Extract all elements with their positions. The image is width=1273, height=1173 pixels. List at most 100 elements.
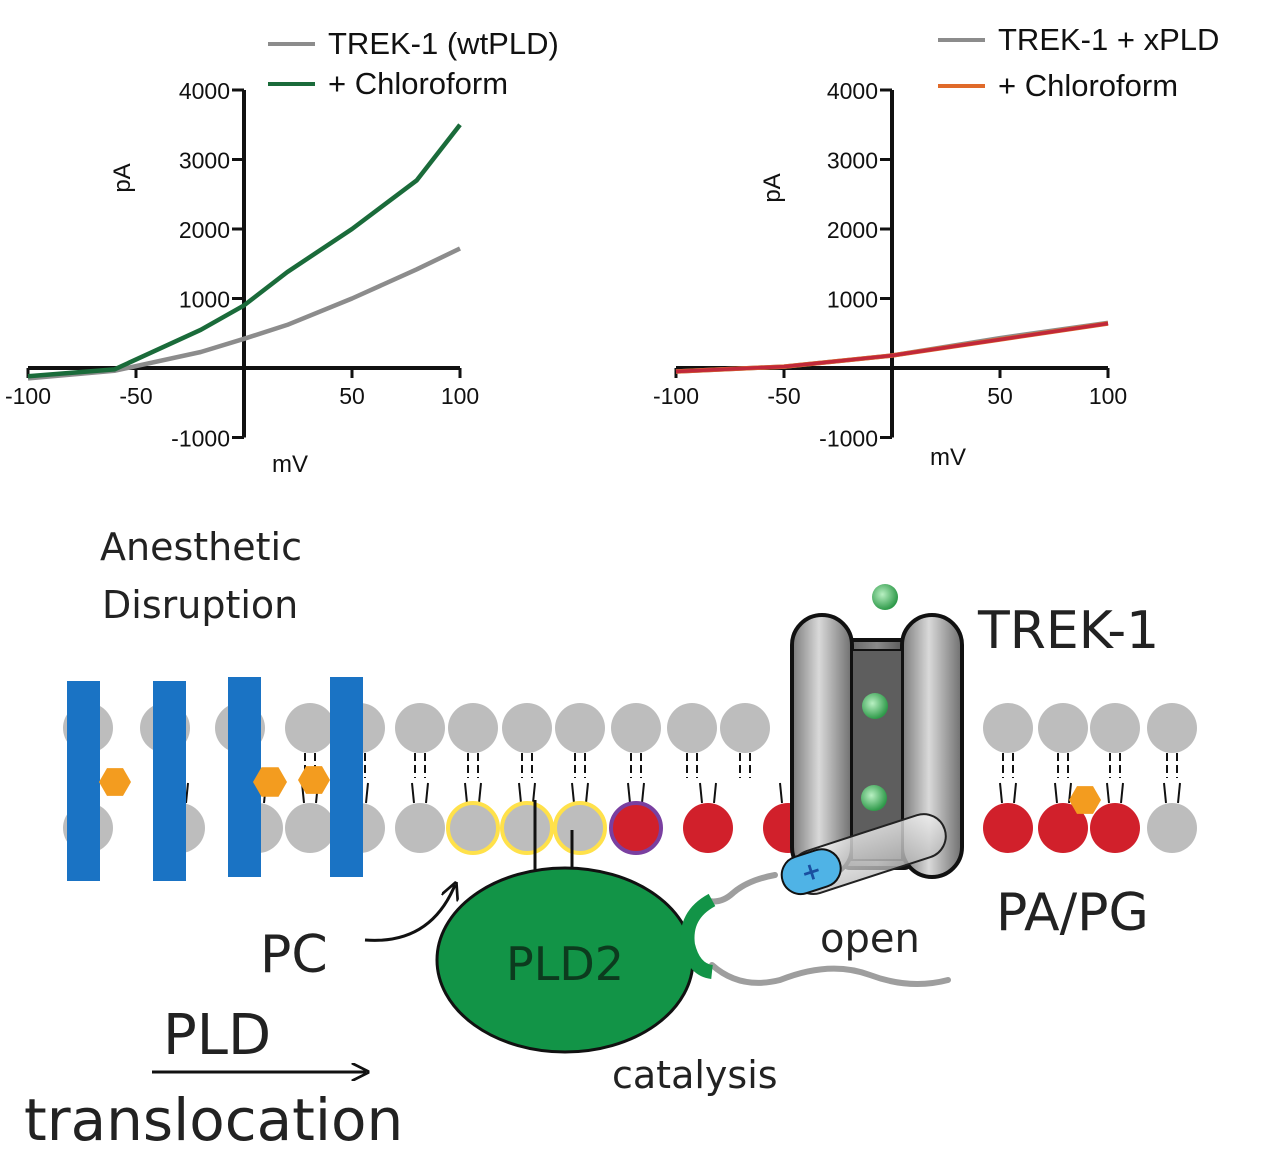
- anesthetic-molecule-icon: [253, 767, 287, 797]
- anesthetic-molecule-icon: [298, 766, 330, 794]
- lipid-tail: [518, 782, 536, 804]
- x-tick-label: 100: [1089, 383, 1127, 409]
- blue-bar: [153, 681, 186, 881]
- chart1-axes: [28, 90, 460, 438]
- anesthetic-label-line1: Anesthetic: [100, 525, 302, 569]
- disruption-bars: [67, 677, 363, 881]
- lipid-tail: [571, 782, 589, 804]
- chart1-series-1: [27, 123, 462, 379]
- x-tick-label: -50: [119, 383, 152, 409]
- ion-icon: [862, 693, 888, 719]
- trek-label: TREK-1: [977, 601, 1159, 661]
- lipid-head-icon: [1090, 803, 1140, 853]
- anesthetic-molecule-icon: [99, 768, 131, 796]
- lipid-tail: [1163, 782, 1181, 804]
- x-tick-label: -50: [767, 383, 800, 409]
- y-tick-label: 1000: [179, 287, 230, 313]
- blue-bar: [330, 677, 363, 877]
- anesthetic-molecule-icon: [1069, 786, 1101, 814]
- lipid-head-icon: [555, 703, 605, 753]
- lipid-head-icon: [609, 801, 663, 855]
- papg-label: PA/PG: [996, 883, 1149, 943]
- y-tick-label: 3000: [179, 148, 230, 174]
- pld2-label: PLD2: [506, 937, 624, 991]
- chart2-xlabel: mV: [930, 444, 966, 471]
- x-tick-label: -100: [653, 383, 699, 409]
- y-tick-label: 1000: [827, 287, 878, 313]
- y-tick-label: -1000: [171, 426, 230, 452]
- chart2-ylabel: pA: [759, 173, 786, 202]
- chart1-legend: TREK-1 (wtPLD) + Chloroform: [268, 26, 559, 101]
- lipid-head-icon: [285, 803, 335, 853]
- chart1-series: [27, 123, 462, 381]
- y-tick-label: -1000: [819, 426, 878, 452]
- ion-icon: [861, 785, 887, 811]
- lipid-head-icon: [395, 803, 445, 853]
- lipid-head-icon: [500, 801, 554, 855]
- helix-blue: [780, 848, 842, 896]
- pc-label: PC: [260, 925, 328, 985]
- lipid-head-icon: [1038, 703, 1088, 753]
- lipid-head-icon: [502, 703, 552, 753]
- lipid-head-icon: [395, 703, 445, 753]
- anesthetic-molecules: [99, 766, 1101, 814]
- lipid-head-icon: [667, 703, 717, 753]
- lipid-tail: [411, 782, 429, 804]
- y-tick-label: 2000: [827, 217, 878, 243]
- x-tick-label: 50: [339, 383, 365, 409]
- open-label: open: [820, 916, 920, 962]
- lipid-tail: [999, 782, 1017, 804]
- lipid-head-icon: [285, 703, 335, 753]
- pld2-tail: [709, 962, 951, 987]
- x-tick-label: 50: [987, 383, 1013, 409]
- y-tick-label: 3000: [827, 148, 878, 174]
- chart2-axes: [676, 90, 1108, 438]
- lipid-tail: [1054, 782, 1072, 804]
- lipid-tail: [627, 782, 645, 804]
- x-tick-label: -100: [5, 383, 51, 409]
- chart2-overlay-series: [675, 321, 1109, 374]
- lipid-head-icon: [983, 703, 1033, 753]
- chart2-legend: TREK-1 + xPLD + Chloroform: [938, 22, 1219, 103]
- trek-ct-linker: [702, 872, 778, 905]
- chart1-legend-label-0: TREK-1 (wtPLD): [328, 26, 559, 61]
- lipid-head-icon: [983, 803, 1033, 853]
- chart1-series-0: [27, 246, 461, 381]
- blue-bar: [67, 681, 100, 881]
- lipid-head-icon: [446, 801, 500, 855]
- x-tick-label: 100: [441, 383, 479, 409]
- lipid-head-icon: [1147, 803, 1197, 853]
- anesthetic-label-line2: Disruption: [102, 583, 298, 627]
- lipid-head-icon: [448, 703, 498, 753]
- pld2-binding-site: [680, 893, 716, 979]
- chart2-series: [675, 320, 1109, 374]
- lipid-head-icon: [553, 801, 607, 855]
- lipid-head-icon: [1038, 803, 1088, 853]
- y-tick-label: 2000: [179, 217, 230, 243]
- lipid-head-icon: [720, 703, 770, 753]
- blue-bar: [228, 677, 261, 877]
- trek-subunit-left: [790, 613, 854, 879]
- chart2-legend-label-0: TREK-1 + xPLD: [998, 22, 1219, 57]
- y-tick-label: 4000: [179, 78, 230, 104]
- chart1-legend-label-1: + Chloroform: [328, 66, 508, 101]
- arrow-icon: [364, 885, 455, 942]
- chart2-legend-label-1: + Chloroform: [998, 68, 1178, 103]
- chart1-xlabel: mV: [272, 451, 308, 478]
- lipid-head-icon: [1147, 703, 1197, 753]
- lipid-tail: [699, 782, 717, 804]
- lipid-tail: [1106, 782, 1124, 804]
- y-tick-label: 4000: [827, 78, 878, 104]
- lipid-head-icon: [1090, 703, 1140, 753]
- lipid-head-icon: [683, 803, 733, 853]
- translocation-label: translocation: [24, 1086, 403, 1154]
- pld-label: PLD: [163, 1003, 271, 1068]
- catalysis-label: catalysis: [612, 1053, 778, 1097]
- ion-icon: [872, 584, 898, 610]
- pld2-enzyme: PLD2: [435, 800, 695, 1054]
- membrane-diagram: Anesthetic Disruption PLD2 PC PLD transl…: [24, 525, 1197, 1154]
- c-terminal-tube: +: [780, 813, 947, 896]
